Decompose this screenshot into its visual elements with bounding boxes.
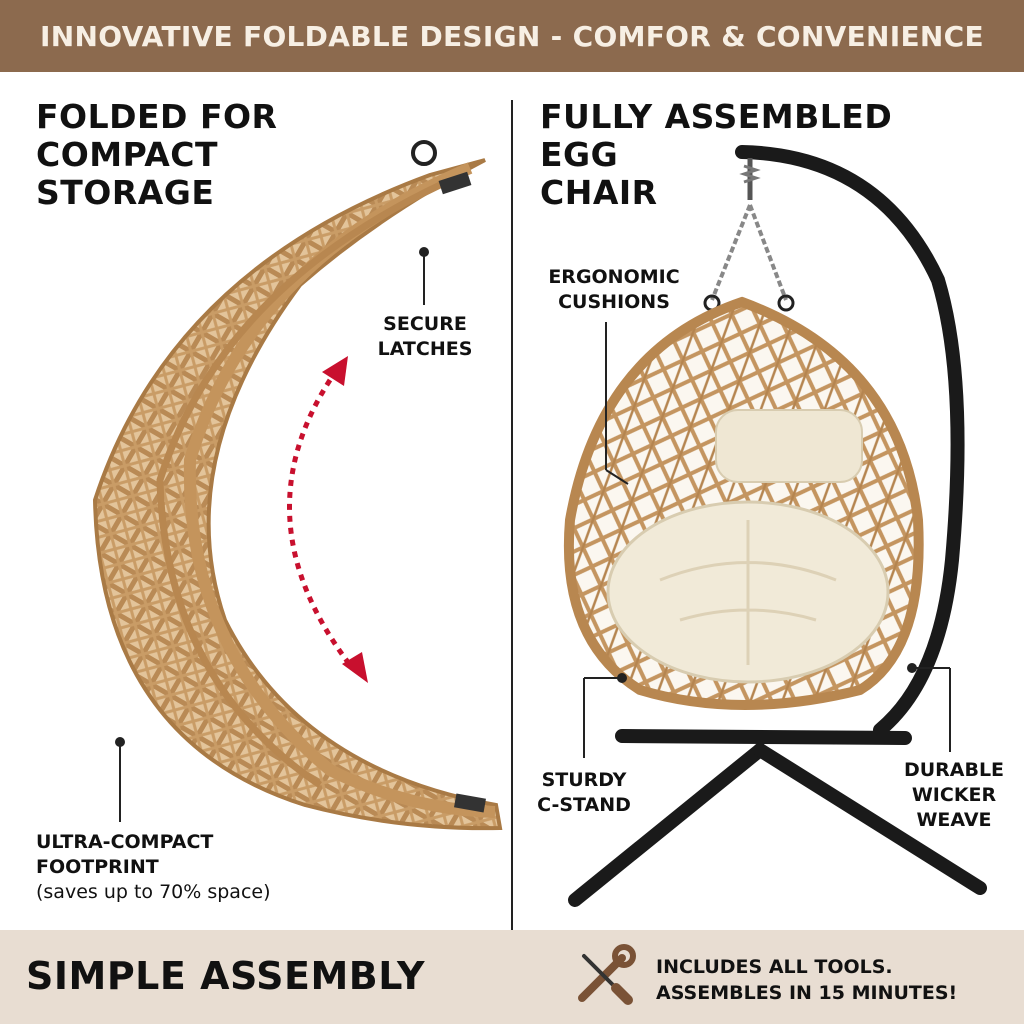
latch-bottom-icon xyxy=(454,793,486,813)
footer-note: INCLUDES ALL TOOLS. ASSEMBLES IN 15 MINU… xyxy=(656,954,957,1006)
callout-line: LATCHES xyxy=(377,338,473,360)
footprint-note: (saves up to 70% space) xyxy=(36,881,271,903)
callout-line: ERGONOMIC xyxy=(548,266,680,288)
banner-title: INNOVATIVE FOLDABLE DESIGN - COMFOR & CO… xyxy=(40,19,984,53)
callout-line: C-STAND xyxy=(537,794,631,816)
callout-line: FOOTPRINT xyxy=(36,856,159,878)
callout-line: DURABLE xyxy=(903,759,1005,781)
left-heading-line: COMPACT xyxy=(36,135,219,174)
egg-chair-image xyxy=(563,296,924,710)
right-heading-line: EGG xyxy=(540,135,619,174)
callout-line: WEAVE xyxy=(916,809,992,831)
callout-line: SECURE xyxy=(383,313,467,335)
product-illustration xyxy=(92,140,987,907)
footer-bar xyxy=(0,930,1024,1024)
right-heading-line: FULLY ASSEMBLED xyxy=(540,97,893,136)
red-dotted-curved-arrow-icon xyxy=(287,356,368,683)
footer-note-line: INCLUDES ALL TOOLS. xyxy=(656,956,893,978)
right-leader-lines xyxy=(583,322,951,758)
callout-line: STURDY xyxy=(541,769,627,791)
hanging-ring-icon xyxy=(411,140,437,166)
wrench-screwdriver-icon xyxy=(578,944,636,1005)
latch-top-icon xyxy=(438,171,472,195)
folded-chair-image xyxy=(92,140,503,831)
headrest-pillow xyxy=(715,409,863,483)
left-heading-line: FOLDED FOR xyxy=(36,97,278,136)
callout-sturdy-c-stand: STURDY C-STAND xyxy=(522,768,646,818)
c-stand-image xyxy=(568,145,987,907)
right-heading: FULLY ASSEMBLED EGG CHAIR xyxy=(540,98,892,212)
callout-durable-wicker-weave: DURABLE WICKER WEAVE xyxy=(892,758,1016,833)
left-leader-lines xyxy=(115,247,429,822)
right-heading-line: CHAIR xyxy=(540,173,658,212)
callout-ultra-compact-footprint: ULTRA-COMPACT FOOTPRINT (saves up to 70%… xyxy=(36,830,271,905)
top-banner: INNOVATIVE FOLDABLE DESIGN - COMFOR & CO… xyxy=(0,0,1024,72)
left-heading-line: STORAGE xyxy=(36,173,215,212)
left-heading: FOLDED FOR COMPACT STORAGE xyxy=(36,98,277,212)
callout-line: ULTRA-COMPACT xyxy=(36,831,214,853)
footer-title: SIMPLE ASSEMBLY xyxy=(26,954,426,998)
callout-secure-latches: SECURE LATCHES xyxy=(360,312,490,362)
callout-line: WICKER xyxy=(911,784,997,806)
footer-note-line: ASSEMBLES IN 15 MINUTES! xyxy=(656,982,958,1004)
panel-divider xyxy=(511,100,513,930)
callout-line: CUSHIONS xyxy=(558,291,670,313)
callout-ergonomic-cushions: ERGONOMIC CUSHIONS xyxy=(534,265,694,315)
